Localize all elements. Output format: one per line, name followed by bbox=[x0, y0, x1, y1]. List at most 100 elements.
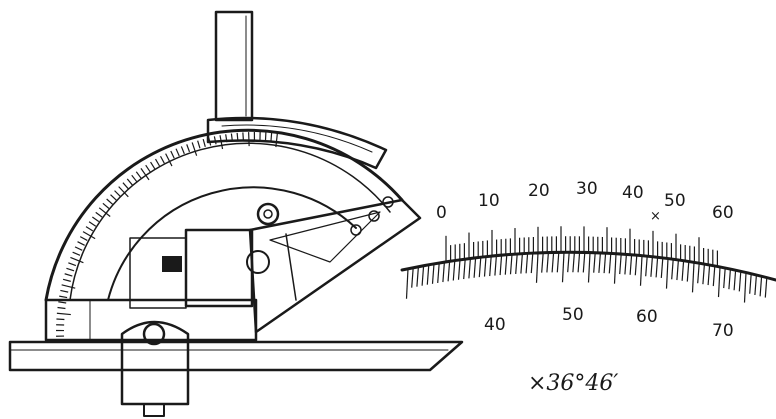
main-tick bbox=[603, 253, 607, 274]
main-tick bbox=[489, 255, 492, 277]
main-tick bbox=[759, 276, 763, 297]
main-tick bbox=[509, 254, 513, 275]
arc-tick bbox=[213, 136, 217, 145]
arc-tick bbox=[135, 171, 142, 179]
arc-tick bbox=[191, 142, 198, 156]
main-tick bbox=[686, 261, 690, 282]
main-tick bbox=[728, 269, 731, 290]
main-tick bbox=[483, 256, 487, 277]
main-tick bbox=[478, 257, 482, 278]
arc-tick bbox=[270, 132, 273, 141]
arc-tick bbox=[131, 174, 138, 182]
vernier-label: 30 bbox=[576, 179, 598, 199]
main-tick bbox=[593, 252, 596, 273]
main-tick bbox=[707, 265, 711, 286]
main-tick bbox=[629, 254, 633, 275]
arc-tick bbox=[102, 202, 110, 209]
main-tick bbox=[535, 252, 539, 283]
main-tick bbox=[733, 270, 737, 291]
arc-tick bbox=[225, 134, 228, 143]
main-tick bbox=[411, 267, 414, 288]
main-tick bbox=[749, 273, 752, 294]
main-scale-label: 60 bbox=[636, 307, 658, 327]
main-tick bbox=[437, 262, 440, 283]
arc-tick bbox=[140, 168, 150, 181]
main-tick bbox=[504, 254, 508, 275]
arc-tick bbox=[82, 231, 96, 240]
main-tick bbox=[665, 258, 669, 289]
protractor-arc-inner bbox=[107, 186, 357, 301]
vernier-ticks bbox=[445, 226, 719, 267]
vernier-label: 40 bbox=[622, 183, 644, 203]
main-tick bbox=[567, 252, 570, 273]
main-tick bbox=[634, 255, 638, 276]
arc-tick bbox=[66, 267, 75, 272]
arc-tick bbox=[70, 256, 84, 264]
main-tick bbox=[572, 252, 575, 273]
arc-tick bbox=[275, 133, 278, 148]
main-scale-ticks bbox=[405, 252, 768, 303]
square-stud bbox=[162, 256, 182, 272]
arc-tick bbox=[122, 182, 129, 190]
main-tick bbox=[712, 266, 716, 287]
arc-tick bbox=[170, 150, 175, 159]
arc-tick bbox=[236, 132, 239, 141]
arc-tick bbox=[58, 301, 67, 304]
main-tick bbox=[650, 256, 653, 277]
main-tick bbox=[468, 258, 471, 279]
arc-tick bbox=[106, 198, 114, 205]
lock-screw bbox=[246, 250, 270, 274]
vernier-label: 60 bbox=[712, 203, 734, 223]
vernier-label: 10 bbox=[478, 191, 500, 211]
main-tick bbox=[525, 253, 529, 274]
main-tick bbox=[582, 252, 586, 273]
arc-tick bbox=[154, 158, 161, 167]
rivet bbox=[382, 196, 394, 208]
main-tick bbox=[442, 262, 445, 283]
vernier-label: 20 bbox=[528, 181, 550, 201]
main-tick bbox=[452, 260, 456, 281]
reading-caption: ×36°46′ bbox=[528, 371, 618, 396]
main-tick bbox=[723, 268, 726, 289]
arc-tick bbox=[57, 306, 66, 310]
vernier-label: 0 bbox=[436, 203, 447, 223]
arc-tick bbox=[197, 140, 201, 149]
arc-tick bbox=[248, 132, 250, 147]
pivot-screw bbox=[256, 202, 280, 226]
main-tick bbox=[431, 263, 435, 284]
clamp-nut bbox=[143, 403, 165, 417]
arc-tick bbox=[165, 153, 173, 167]
arc-tick bbox=[56, 312, 71, 316]
arc-tick bbox=[126, 178, 133, 186]
scale-baseline bbox=[400, 250, 776, 282]
main-tick bbox=[561, 252, 565, 283]
arc-tick bbox=[159, 155, 165, 164]
arc-tick bbox=[95, 211, 103, 218]
main-tick bbox=[421, 265, 425, 286]
main-tick bbox=[515, 253, 518, 274]
main-tick bbox=[551, 252, 555, 273]
main-tick bbox=[754, 274, 757, 296]
main-tick bbox=[624, 254, 627, 275]
arc-tick bbox=[110, 194, 117, 201]
main-tick bbox=[587, 252, 591, 283]
arc-tick bbox=[175, 148, 180, 157]
arc-tick bbox=[208, 137, 212, 146]
main-tick bbox=[457, 259, 461, 280]
arc-tick bbox=[60, 289, 69, 293]
vernier-label: 50 bbox=[664, 191, 686, 211]
arc-tick bbox=[59, 295, 68, 299]
main-tick bbox=[697, 263, 700, 284]
main-tick bbox=[717, 267, 721, 298]
main-tick bbox=[405, 268, 409, 299]
main-tick bbox=[676, 259, 679, 281]
main-tick bbox=[671, 259, 674, 280]
main-tick bbox=[530, 252, 534, 274]
arc-tick bbox=[61, 284, 76, 289]
main-tick bbox=[655, 257, 659, 278]
main-tick bbox=[520, 253, 523, 274]
arc-tick bbox=[56, 318, 65, 321]
main-tick bbox=[639, 255, 643, 286]
main-tick bbox=[645, 256, 648, 277]
